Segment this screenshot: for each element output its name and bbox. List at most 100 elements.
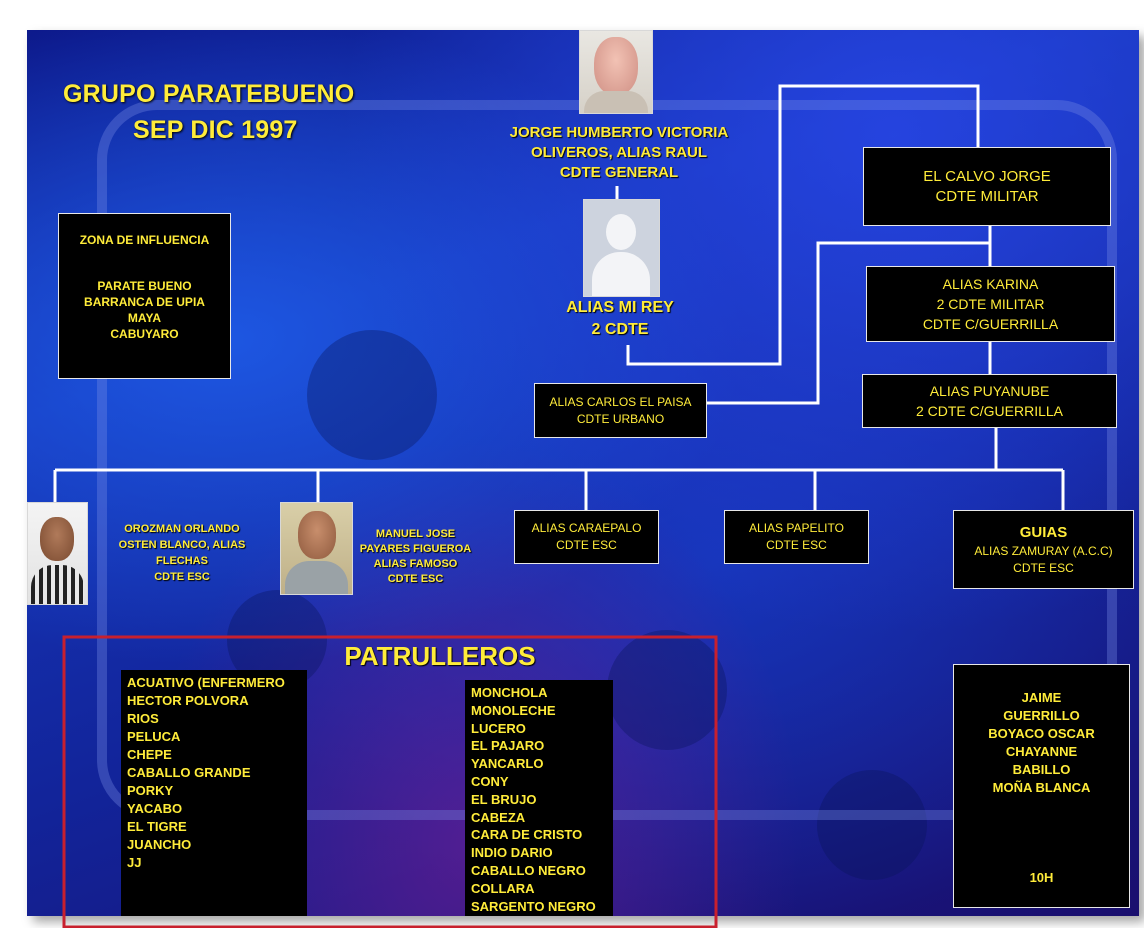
manuel-line2: PAYARES FIGUEROA bbox=[359, 543, 472, 555]
manuel-shirt bbox=[285, 561, 348, 594]
connector-mirey-calvo bbox=[626, 84, 980, 366]
manuel-line1: MANUEL JOSE bbox=[375, 528, 456, 540]
carlos-box: ALIAS CARLOS EL PAISA CDTE URBANO bbox=[534, 383, 707, 438]
avatar-head bbox=[606, 214, 636, 250]
patrullero-name: COLLARA bbox=[471, 880, 535, 896]
guerrilla-count: 10H bbox=[1029, 870, 1054, 885]
leader-role: CDTE GENERAL bbox=[559, 164, 679, 181]
puyanube-role: 2 CDTE C/GUERRILLA bbox=[915, 403, 1064, 419]
guias-box: GUIAS ALIAS ZAMURAY (A.C.C) CDTE ESC bbox=[953, 510, 1134, 589]
patrullero-name: HECTOR POLVORA bbox=[127, 693, 249, 708]
patrullero-name: PELUCA bbox=[127, 729, 181, 744]
karina-box: ALIAS KARINA 2 CDTE MILITAR CDTE C/GUERR… bbox=[866, 266, 1115, 342]
caraepalo-role: CDTE ESC bbox=[556, 538, 617, 552]
patrulleros-list-2: MONCHOLA MONOLECHE LUCERO EL PAJARO YANCARLO… bbox=[465, 680, 613, 916]
guerrilla-name: GUERRILLO bbox=[1003, 708, 1080, 723]
patrullero-name: CABALLO GRANDE bbox=[127, 765, 251, 780]
patrullero-name: CABEZA bbox=[471, 809, 526, 825]
chart-title-line2: SEP DIC 1997 bbox=[133, 116, 298, 144]
orozman-label: OROZMAN ORLANDO OSTEN BLANCO, ALIAS FLEC… bbox=[102, 521, 262, 585]
patrullero-name: RIOS bbox=[127, 711, 159, 726]
org-connectors bbox=[53, 84, 1065, 510]
guias-role: CDTE ESC bbox=[1013, 560, 1074, 575]
puyanube-box: ALIAS PUYANUBE 2 CDTE C/GUERRILLA bbox=[862, 374, 1117, 428]
papelito-name: ALIAS PAPELITO bbox=[749, 521, 844, 535]
puzzle-piece-decoration bbox=[607, 630, 727, 750]
manuel-role: CDTE ESC bbox=[387, 573, 444, 585]
patrullero-name: CABALLO NEGRO bbox=[471, 862, 586, 878]
connector-carlos bbox=[705, 241, 990, 405]
patrullero-name: MONCHOLA bbox=[471, 685, 548, 700]
guerrilla-name: CHAYANNE bbox=[1005, 744, 1078, 759]
zona-influencia-box: ZONA DE INFLUENCIA PARATE BUENO BARRANCA… bbox=[58, 213, 231, 379]
patrullero-name: JJ bbox=[127, 855, 142, 870]
guerrilla-name: BOYACO OSCAR bbox=[988, 726, 1095, 741]
patrullero-name: EL PAJARO bbox=[471, 738, 545, 754]
patrullero-name: LUCERO bbox=[471, 720, 526, 736]
karina-role2: CDTE C/GUERRILLA bbox=[922, 316, 1059, 332]
orozman-line3: FLECHAS bbox=[156, 555, 208, 567]
patrullero-name: MONOLECHE bbox=[471, 702, 556, 718]
patrullero-name: ACUATIVO (ENFERMERO bbox=[127, 675, 285, 690]
leader-name-line1: JORGE HUMBERTO VICTORIA bbox=[509, 124, 729, 141]
zona-place: PARATE BUENO bbox=[97, 279, 192, 293]
leader-face bbox=[594, 37, 638, 95]
patrullero-name: PORKY bbox=[127, 783, 174, 798]
papelito-role: CDTE ESC bbox=[766, 538, 827, 552]
guias-name: ALIAS ZAMURAY (A.C.C) bbox=[974, 543, 1113, 558]
karina-name: ALIAS KARINA bbox=[942, 276, 1039, 292]
chart-title-line1: GRUPO PARATEBUENO bbox=[63, 80, 355, 108]
zona-place: CABUYARO bbox=[110, 327, 179, 341]
patrulleros-list-1: ACUATIVO (ENFERMERO HECTOR POLVORA RIOS PEL… bbox=[121, 670, 307, 916]
guerrilla-name: MOÑA BLANCA bbox=[992, 780, 1091, 795]
manuel-face bbox=[298, 511, 336, 559]
puzzle-piece-decoration bbox=[817, 770, 927, 880]
patrullero-name: EL TIGRE bbox=[127, 819, 187, 834]
orozman-face bbox=[40, 517, 74, 561]
carlos-role: CDTE URBANO bbox=[576, 411, 665, 426]
patrullero-name: YACABO bbox=[127, 801, 183, 816]
karina-role1: 2 CDTE MILITAR bbox=[936, 296, 1045, 312]
leader-name-line2: OLIVEROS, ALIAS RAUL bbox=[530, 144, 708, 161]
puzzle-piece-decoration bbox=[307, 330, 437, 460]
patrulleros-frame bbox=[62, 635, 718, 928]
leader-photo bbox=[579, 30, 653, 114]
patrullero-name: EL BRUJO bbox=[471, 791, 537, 807]
avatar-body bbox=[592, 252, 650, 296]
carlos-name: ALIAS CARLOS EL PAISA bbox=[549, 394, 692, 409]
calvo-box: EL CALVO JORGE CDTE MILITAR bbox=[863, 147, 1111, 226]
guias-heading: GUIAS bbox=[1019, 523, 1068, 541]
manuel-photo bbox=[280, 502, 353, 595]
mirey-label: ALIAS MI REY 2 CDTE bbox=[545, 297, 695, 341]
zona-place: MAYA bbox=[127, 311, 162, 325]
patrullero-name: SARGENTO NEGRO bbox=[471, 898, 596, 914]
orozman-photo bbox=[27, 502, 88, 605]
patrullero-name: JUANCHO bbox=[127, 837, 192, 852]
patrullero-name: INDIO DARIO bbox=[471, 845, 553, 861]
leader-label: JORGE HUMBERTO VICTORIA OLIVEROS, ALIAS … bbox=[470, 123, 768, 183]
patrullero-name: YANCARLO bbox=[471, 756, 544, 772]
caraepalo-box: ALIAS CARAEPALO CDTE ESC bbox=[514, 510, 659, 564]
patrullero-name: CARA DE CRISTO bbox=[471, 827, 583, 843]
orozman-shirt bbox=[31, 565, 84, 604]
mirey-name: ALIAS MI REY bbox=[566, 299, 674, 316]
orozman-role: CDTE ESC bbox=[154, 571, 210, 583]
mirey-placeholder-photo bbox=[583, 199, 660, 297]
orozman-line1: OROZMAN ORLANDO bbox=[124, 523, 240, 535]
puyanube-name: ALIAS PUYANUBE bbox=[929, 383, 1050, 399]
mirey-role: 2 CDTE bbox=[591, 321, 649, 338]
calvo-name: EL CALVO JORGE bbox=[923, 167, 1051, 185]
guerrilla-name: BABILLO bbox=[1012, 762, 1071, 777]
patrullero-name: CHEPE bbox=[127, 747, 172, 762]
calvo-role: CDTE MILITAR bbox=[935, 187, 1039, 205]
caraepalo-name: ALIAS CARAEPALO bbox=[531, 521, 642, 535]
manuel-line3: ALIAS FAMOSO bbox=[373, 558, 458, 570]
patrulleros-title: PATRULLEROS bbox=[344, 641, 536, 671]
zona-place: BARRANCA DE UPIA bbox=[84, 295, 205, 309]
orozman-line2: OSTEN BLANCO, ALIAS bbox=[118, 539, 246, 551]
patrullero-name: CONY bbox=[471, 773, 509, 789]
zona-heading: ZONA DE INFLUENCIA bbox=[79, 233, 210, 247]
guerrilla-name: JAIME bbox=[1021, 690, 1062, 705]
guerrilla-list-box: JAIME GUERRILLO BOYACO OSCAR CHAYANNE BA… bbox=[953, 664, 1130, 908]
